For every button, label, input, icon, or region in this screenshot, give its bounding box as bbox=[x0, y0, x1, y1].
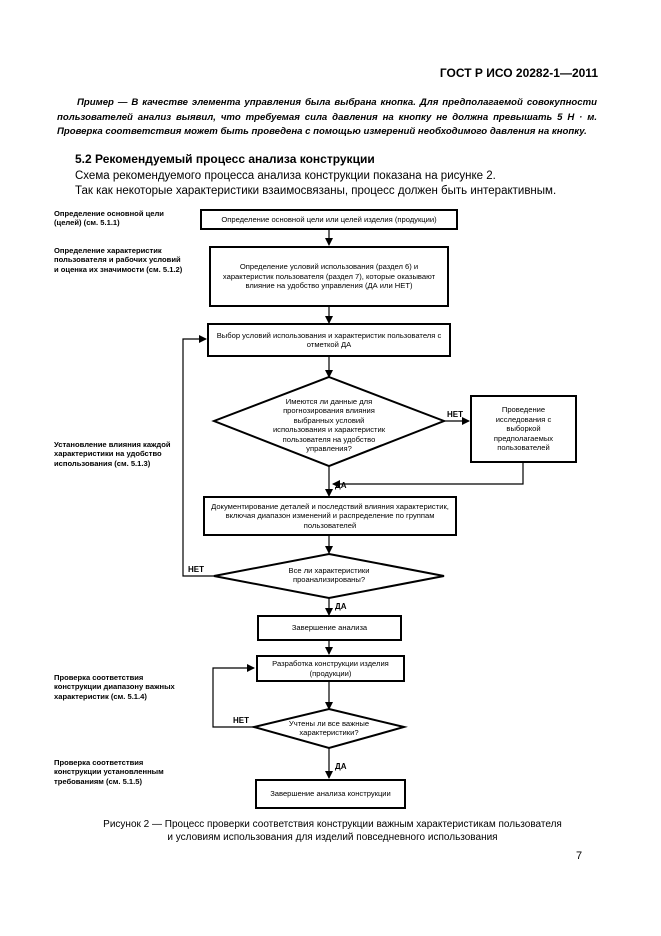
process-box-research: Проведение исследования с выборкой предп… bbox=[470, 395, 577, 463]
label-no-2: НЕТ bbox=[188, 565, 204, 574]
label-yes-2: ДА bbox=[335, 602, 347, 611]
section-paragraph-1: Схема рекомендуемого процесса анализа ко… bbox=[75, 170, 496, 182]
decision-diamond-1 bbox=[211, 375, 447, 468]
example-paragraph: Пример — В качестве элемента управления … bbox=[57, 96, 597, 140]
example-text: Пример — В качестве элемента управления … bbox=[57, 97, 597, 137]
label-yes-1: ДА bbox=[335, 481, 347, 490]
section-title: 5.2 Рекомендуемый процесс анализа констр… bbox=[75, 152, 375, 166]
process-box-select: Выбор условий использования и характерис… bbox=[207, 323, 451, 357]
side-label-2: Определение характеристик пользователя и… bbox=[54, 246, 183, 274]
label-yes-3: ДА bbox=[335, 762, 347, 771]
side-label-5: Проверка соответствия конструкции устано… bbox=[54, 758, 164, 786]
section-paragraph-2: Так как некоторые характеристики взаимос… bbox=[75, 185, 557, 197]
arrow-research-return bbox=[332, 462, 524, 488]
process-box-design: Разработка конструкции изделия (продукци… bbox=[256, 655, 405, 682]
process-box-finish-analysis: Завершение анализа bbox=[257, 615, 402, 641]
decision-text-3: Учтены ли все важные характеристики? bbox=[288, 719, 370, 738]
figure-caption: Рисунок 2 — Процесс проверки соответстви… bbox=[60, 818, 605, 844]
process-box-conditions: Определение условий использования (разде… bbox=[209, 246, 449, 307]
figure-caption-line-2: и условиям использования для изделий пов… bbox=[167, 832, 498, 843]
page-number: 7 bbox=[576, 850, 583, 862]
process-box-main-goal: Определение основной цели или целей изде… bbox=[200, 209, 458, 230]
side-label-3: Установление влияния каждой характеристи… bbox=[54, 440, 171, 468]
arrow-d2-no-loop bbox=[182, 335, 214, 577]
document-id: ГОСТ Р ИСО 20282-1—2011 bbox=[439, 66, 598, 80]
figure-caption-line-1: Рисунок 2 — Процесс проверки соответстви… bbox=[103, 819, 562, 830]
side-label-1: Определение основной цели (целей) (см. 5… bbox=[54, 209, 164, 228]
decision-diamond-2 bbox=[213, 552, 445, 600]
side-label-4: Проверка соответствия конструкции диапаз… bbox=[54, 673, 175, 701]
label-no-3: НЕТ bbox=[233, 716, 249, 725]
process-box-finish-design: Завершение анализа конструкции bbox=[255, 779, 406, 809]
process-box-document: Документирование деталей и последствий в… bbox=[203, 496, 457, 536]
label-no-1: НЕТ bbox=[447, 410, 463, 419]
arrow-d3-no-loop bbox=[212, 664, 255, 728]
decision-text-1: Имеются ли данные для прогнозирования вл… bbox=[272, 397, 386, 454]
decision-text-2: Все ли характеристики проанализированы? bbox=[288, 566, 370, 585]
decision-diamond-3 bbox=[250, 707, 408, 750]
